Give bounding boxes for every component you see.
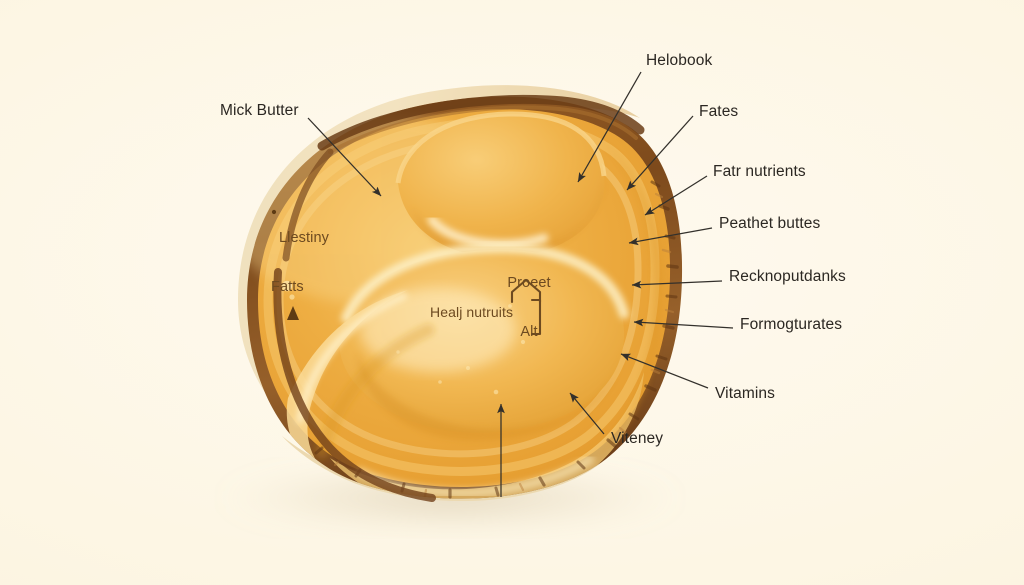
label-proeet-alt[interactable]: Proeet Alt xyxy=(495,243,563,373)
crust-texture xyxy=(314,180,679,499)
left-crust-streak xyxy=(273,268,436,502)
leader-peathet-buttes xyxy=(628,227,713,246)
label-vitamins[interactable]: Vitamins xyxy=(715,385,775,402)
bubble xyxy=(281,280,293,292)
upper-lobe xyxy=(398,114,605,258)
swirl-ridge-edge xyxy=(296,292,408,424)
bubble xyxy=(438,380,442,384)
bubble xyxy=(520,339,526,345)
swirl-trough xyxy=(315,323,435,459)
bracket-proeet-alt xyxy=(510,278,542,304)
leader-mick-butter xyxy=(307,117,382,197)
leader-viteney xyxy=(569,392,605,435)
bubble xyxy=(508,304,512,308)
top-crust-streak xyxy=(317,94,645,151)
upper-lobe-highlight xyxy=(427,215,549,249)
marker-llestiny-fatts xyxy=(271,209,299,320)
label-llestiny-fatts-line1: Llestiny xyxy=(279,230,329,247)
label-healj-nutruits[interactable]: Healj nutruits xyxy=(430,304,514,320)
leader-vitamins xyxy=(620,353,709,389)
bubble xyxy=(466,366,470,370)
label-helobook[interactable]: Helobook xyxy=(646,52,713,69)
label-proeet-alt-line2: Alt xyxy=(520,324,538,341)
top-crust-streak-light xyxy=(328,105,638,154)
leader-fatr-nutrients xyxy=(644,175,708,216)
bubble xyxy=(396,350,400,354)
bubble xyxy=(493,389,499,395)
label-proeet-alt-line1: Proeet xyxy=(507,275,551,292)
leader-helobook xyxy=(577,71,642,183)
right-inner-shade xyxy=(588,140,664,464)
label-formogturates[interactable]: Formogturates xyxy=(740,316,843,333)
label-fatr-nutrients[interactable]: Fatr nutrients xyxy=(713,163,806,180)
central-bowl-rim-light xyxy=(341,242,629,323)
upper-lobe-rim xyxy=(395,111,607,184)
leader-formogturates xyxy=(633,318,734,329)
left-crust-streak-upper xyxy=(282,148,334,262)
label-viteney[interactable]: Viteney xyxy=(611,430,664,447)
label-mick-butter[interactable]: Mick Butter xyxy=(220,102,299,119)
label-llestiny-fatts-line2: Fatts xyxy=(271,279,304,296)
leader-recknoputdanks xyxy=(631,280,723,289)
label-recknoputdanks[interactable]: Recknoputdanks xyxy=(729,268,846,285)
label-fates[interactable]: Fates xyxy=(699,103,739,120)
bubble xyxy=(473,313,479,319)
bracket-healj-nutruits xyxy=(530,298,542,336)
outer-rind-lower xyxy=(282,436,606,502)
bubble xyxy=(289,294,295,300)
label-llestiny-fatts[interactable]: Llestiny Fatts xyxy=(271,198,329,328)
leader-fates xyxy=(626,115,694,191)
central-bowl-inner-shade xyxy=(356,342,624,441)
label-peathet-buttes[interactable]: Peathet buttes xyxy=(719,215,821,232)
